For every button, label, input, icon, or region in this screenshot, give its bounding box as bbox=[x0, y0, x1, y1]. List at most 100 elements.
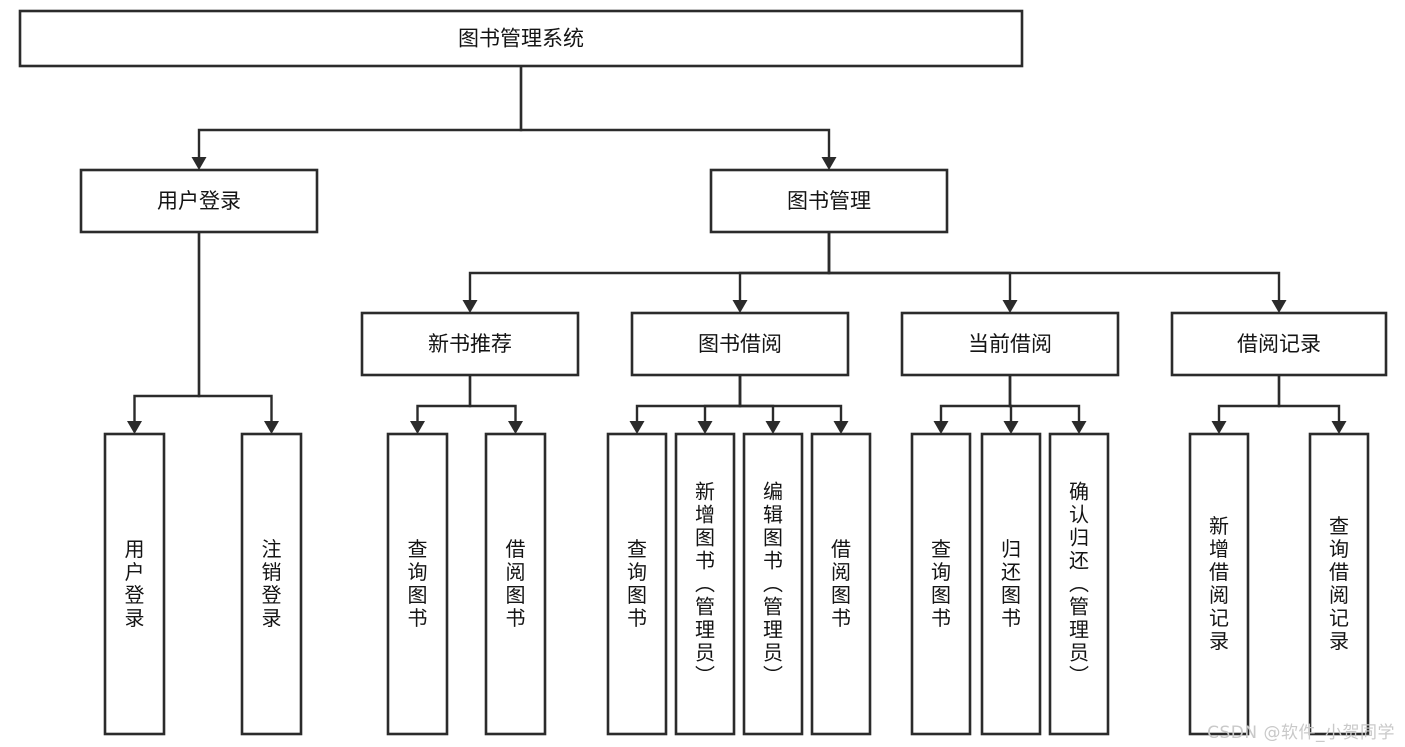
node-leaf[interactable]: 查询图书 bbox=[606, 432, 668, 736]
node-box[interactable] bbox=[980, 432, 1042, 736]
node-label: 新增图书︵管理员︶ bbox=[695, 479, 715, 687]
node-label: 图书管理 bbox=[787, 189, 871, 213]
node-box[interactable] bbox=[360, 311, 580, 377]
arrow-head-icon bbox=[127, 421, 142, 434]
node-label: 归还图书 bbox=[1001, 537, 1021, 630]
node-label: 图书借阅 bbox=[698, 332, 782, 356]
connector bbox=[519, 66, 837, 170]
node-leaf[interactable]: 编辑图书︵管理员︶ bbox=[742, 432, 804, 736]
node-leaf[interactable]: 新增借阅记录 bbox=[1188, 432, 1250, 736]
node-level3[interactable]: 图书借阅 bbox=[630, 311, 850, 377]
node-leaf[interactable]: 归还图书 bbox=[980, 432, 1042, 736]
arrow-head-icon bbox=[629, 421, 645, 434]
connector bbox=[410, 375, 472, 434]
node-leaf[interactable]: 查询图书 bbox=[910, 432, 972, 736]
connector-line bbox=[519, 66, 831, 159]
node-level2[interactable]: 图书管理 bbox=[709, 168, 949, 234]
connector-line bbox=[1217, 375, 1281, 423]
arrow-head-icon bbox=[1003, 421, 1019, 434]
node-box[interactable] bbox=[709, 168, 949, 234]
arrow-head-icon bbox=[1211, 421, 1227, 434]
node-label: 查询图书 bbox=[627, 537, 647, 630]
connector bbox=[933, 375, 1012, 434]
connector-line bbox=[197, 66, 523, 159]
arrow-head-icon bbox=[765, 421, 781, 434]
arrow-head-icon bbox=[1271, 300, 1287, 313]
node-box[interactable] bbox=[1188, 432, 1250, 736]
node-box[interactable] bbox=[900, 311, 1120, 377]
node-box[interactable] bbox=[1048, 432, 1110, 736]
node-level3[interactable]: 借阅记录 bbox=[1170, 311, 1388, 377]
node-box[interactable] bbox=[103, 432, 166, 736]
node-box[interactable] bbox=[742, 432, 804, 736]
node-leaf[interactable]: 借阅图书 bbox=[810, 432, 872, 736]
connector bbox=[1211, 375, 1281, 434]
node-leaf[interactable]: 借阅图书 bbox=[484, 432, 547, 736]
arrow-head-icon bbox=[191, 157, 207, 170]
connector-line bbox=[133, 232, 201, 423]
node-label: 查询图书 bbox=[408, 537, 428, 630]
node-box[interactable] bbox=[1308, 432, 1370, 736]
node-layer: 图书管理系统用户登录图书管理新书推荐图书借阅当前借阅借阅记录用户登录注销登录查询… bbox=[18, 9, 1388, 736]
node-box[interactable] bbox=[386, 432, 449, 736]
connector bbox=[629, 375, 742, 434]
connector bbox=[738, 375, 781, 434]
node-leaf[interactable]: 确认归还︵管理员︶ bbox=[1048, 432, 1110, 736]
node-leaf[interactable]: 用户登录 bbox=[103, 432, 166, 736]
connector-line bbox=[827, 232, 1281, 302]
node-box[interactable] bbox=[240, 432, 303, 736]
node-leaf[interactable]: 查询图书 bbox=[386, 432, 449, 736]
connector-line bbox=[738, 375, 775, 423]
csdn-watermark: CSDN @软件_小贺同学 bbox=[1207, 723, 1395, 743]
node-label: 图书管理系统 bbox=[458, 27, 584, 51]
node-label: 注销登录 bbox=[262, 537, 282, 630]
connector-line bbox=[1008, 375, 1081, 423]
node-box[interactable] bbox=[674, 432, 736, 736]
node-label: 编辑图书︵管理员︶ bbox=[763, 479, 783, 687]
connector-line bbox=[827, 232, 1012, 302]
node-leaf[interactable]: 注销登录 bbox=[240, 432, 303, 736]
arrow-head-icon bbox=[1002, 300, 1018, 313]
node-label: 确认归还︵管理员︶ bbox=[1069, 479, 1089, 687]
node-box[interactable] bbox=[630, 311, 850, 377]
connector-line bbox=[738, 232, 831, 302]
arrow-head-icon bbox=[732, 300, 748, 313]
arrow-head-icon bbox=[410, 421, 425, 434]
arrow-head-icon bbox=[833, 421, 849, 434]
node-level2[interactable]: 用户登录 bbox=[79, 168, 319, 234]
arrow-head-icon bbox=[933, 421, 949, 434]
arrow-head-icon bbox=[462, 300, 478, 313]
arrow-head-icon bbox=[697, 421, 713, 434]
node-box[interactable] bbox=[910, 432, 972, 736]
connector-line bbox=[468, 232, 831, 302]
node-box[interactable] bbox=[810, 432, 872, 736]
arrow-head-icon bbox=[1071, 421, 1087, 434]
arrow-head-icon bbox=[821, 157, 837, 170]
node-label: 借阅图书 bbox=[506, 537, 526, 630]
node-label: 查询借阅记录 bbox=[1329, 514, 1349, 653]
node-level3[interactable]: 新书推荐 bbox=[360, 311, 580, 377]
node-leaf[interactable]: 新增图书︵管理员︶ bbox=[674, 432, 736, 736]
node-box[interactable] bbox=[606, 432, 668, 736]
node-box[interactable] bbox=[484, 432, 547, 736]
node-box[interactable] bbox=[18, 9, 1024, 68]
node-root[interactable]: 图书管理系统 bbox=[18, 9, 1024, 68]
connector bbox=[197, 232, 279, 434]
connector bbox=[127, 232, 201, 434]
node-label: 当前借阅 bbox=[968, 332, 1052, 356]
connector-line bbox=[197, 232, 273, 423]
connector bbox=[738, 375, 849, 434]
arrow-head-icon bbox=[264, 421, 279, 434]
node-box[interactable] bbox=[1170, 311, 1388, 377]
node-leaf[interactable]: 查询借阅记录 bbox=[1308, 432, 1370, 736]
connector bbox=[1277, 375, 1347, 434]
node-level3[interactable]: 当前借阅 bbox=[900, 311, 1120, 377]
connector bbox=[697, 375, 742, 434]
node-label: 借阅图书 bbox=[831, 537, 851, 630]
connector bbox=[827, 232, 1287, 313]
edge-layer bbox=[127, 66, 1347, 434]
node-box[interactable] bbox=[79, 168, 319, 234]
connector-line bbox=[635, 375, 742, 423]
